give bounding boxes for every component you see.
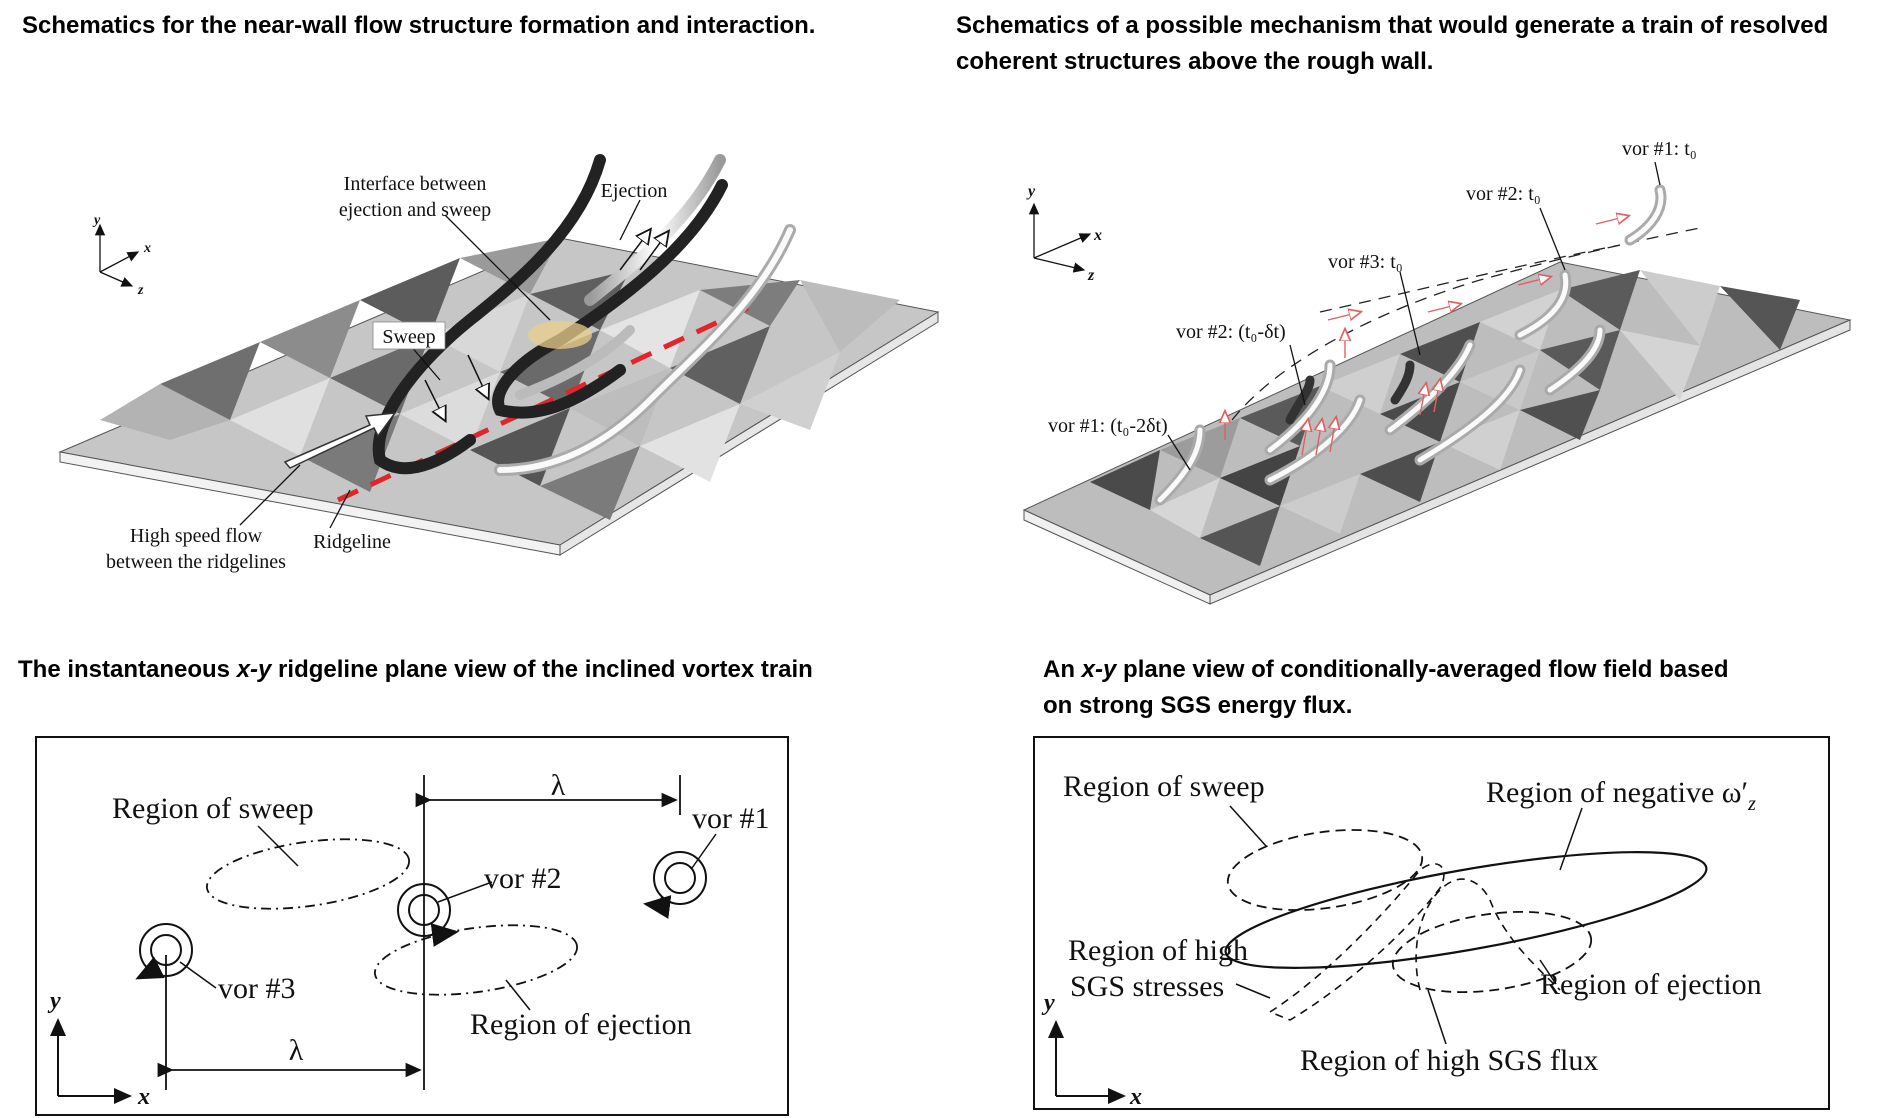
label-vor1: vor #1 [692,802,770,835]
label-negative-vorticity: Region of negative ω′z [1486,776,1756,815]
lambda-bottom: λ [289,1034,304,1067]
panel-1-diagram: Interface between ejection and sweep Eje… [58,154,940,573]
leader-high-speed [239,464,301,526]
title-panel-4-line2: on strong SGS energy flux. [1043,692,1353,719]
label-high-sgs-stress-2: SGS stresses [1070,970,1224,1003]
leader-ridgeline [329,489,351,529]
vortex-vor3 [135,923,193,980]
label-high-speed-2: between the ridgelines [106,551,286,573]
label-high-speed-1: High speed flow [130,525,263,547]
title-panel-4-pre: An [1043,656,1082,683]
ejection-region-ellipse-4 [1391,910,1593,994]
title-panel-2-line2: coherent structures above the rough wall… [956,48,1434,75]
label-vor2-t0: vor #2: t₀ [1466,183,1541,205]
title-panel-3-pre: The instantaneous [18,656,237,683]
title-panel-2-line1: Schematics of a possible mechanism that … [956,12,1829,39]
title-panel-4-post: plane view of conditionally-averaged flo… [1116,656,1729,683]
svg-text:x: x [1129,1084,1142,1110]
lambda-top: λ [551,769,566,802]
label-ridgeline: Ridgeline [313,531,391,553]
svg-text:z: z [1087,267,1095,284]
vortex-vor1 [643,851,707,919]
pink-arrows [1225,216,1628,456]
leader-vor2-prev [1289,344,1306,406]
ejection-arrow-1 [619,230,650,271]
title-panel-2: Schematics of a possible mechanism that … [956,8,1828,80]
label-sweep: Sweep [382,326,435,348]
label-sweep-4: Region of sweep [1063,770,1265,803]
high-sgs-stress-region [1268,863,1445,1021]
sweep-arrow-2 [467,354,488,398]
svg-text:y: y [1026,183,1036,200]
panel-4-frame [1033,736,1830,1110]
leader-ejection [619,199,641,241]
label-high-sgs-flux: Region of high SGS flux [1300,1044,1598,1077]
leader-sweep [409,344,441,381]
svg-text:y: y [47,988,61,1014]
leader-vor1-t0 [1654,161,1661,186]
negative-vorticity-ellipse [1224,851,1708,969]
svg-text:x: x [143,241,151,256]
label-vor1-t0: vor #1: t₀ [1622,138,1697,160]
title-panel-3-em: x-y [236,656,272,683]
leader-interface [444,214,551,321]
sweep-region-ellipse [205,838,411,910]
ejection-arrow-2 [639,232,668,271]
svg-text:z: z [137,283,144,298]
label-interface-1: Interface between [344,173,487,195]
svg-text:y: y [92,213,101,228]
leader-vor3-t0 [1399,271,1421,356]
panel-4-diagram: Region of sweep Region of negative ω′z R… [1033,736,1830,1110]
panel-3-frame [35,736,789,1116]
label-ejection: Ejection [601,180,668,202]
leader-vor2-t0 [1539,207,1566,271]
axes-triad-2: y x z [1026,183,1102,284]
leader-vor1-prev [1167,434,1191,471]
sweep-label-box [372,321,446,350]
title-panel-1: Schematics for the near-wall flow struct… [22,12,816,39]
label-vor3-t0: vor #3: t₀ [1328,251,1403,273]
title-panel-3: The instantaneous x-y ridgeline plane vi… [18,652,813,688]
svg-text:x: x [137,1084,150,1110]
svg-text:y: y [1041,990,1055,1016]
vortex-tubes-2 [1154,184,1667,506]
label-sweep-3: Region of sweep [112,792,314,825]
title-panel-4: An x-y plane view of conditionally-avera… [1043,652,1729,724]
label-vor1-prev: vor #1: (t₀-2δt) [1048,415,1168,437]
axes-4: y x [1041,990,1142,1110]
label-vor2: vor #2 [484,862,562,895]
high-sgs-flux-region [1415,878,1561,991]
sweep-arrow-1 [424,379,445,420]
label-interface-2: ejection and sweep [339,199,491,221]
label-ejection-4: Region of ejection [1540,968,1762,1001]
envelope-dash-2 [1319,244,1621,313]
interface-patch [528,321,592,349]
title-panel-3-post: ridgeline plane view of the inclined vor… [271,656,813,683]
vortex-vor2 [397,883,459,947]
axes-triad-1: y x z [92,213,151,298]
svg-text:x: x [1093,227,1102,244]
panel-2-diagram: vor #1: t₀ vor #2: t₀ vor #3: t₀ vor #2:… [1022,138,1852,605]
pyramid-tiles-2 [1090,270,1800,566]
label-high-sgs-stress-1: Region of high [1068,934,1248,967]
label-vor2-prev: vor #2: (t₀-δt) [1176,321,1286,343]
sweep-region-ellipse-4 [1226,829,1424,911]
panel-3-diagram: λ λ Region of sweep [35,736,789,1116]
title-panel-4-em: x-y [1081,656,1117,683]
high-speed-arrow [283,412,397,469]
label-vor3: vor #3 [218,972,296,1005]
axes-3: y x [47,988,150,1110]
ejection-region-ellipse [373,924,579,996]
label-ejection-3: Region of ejection [470,1008,692,1041]
